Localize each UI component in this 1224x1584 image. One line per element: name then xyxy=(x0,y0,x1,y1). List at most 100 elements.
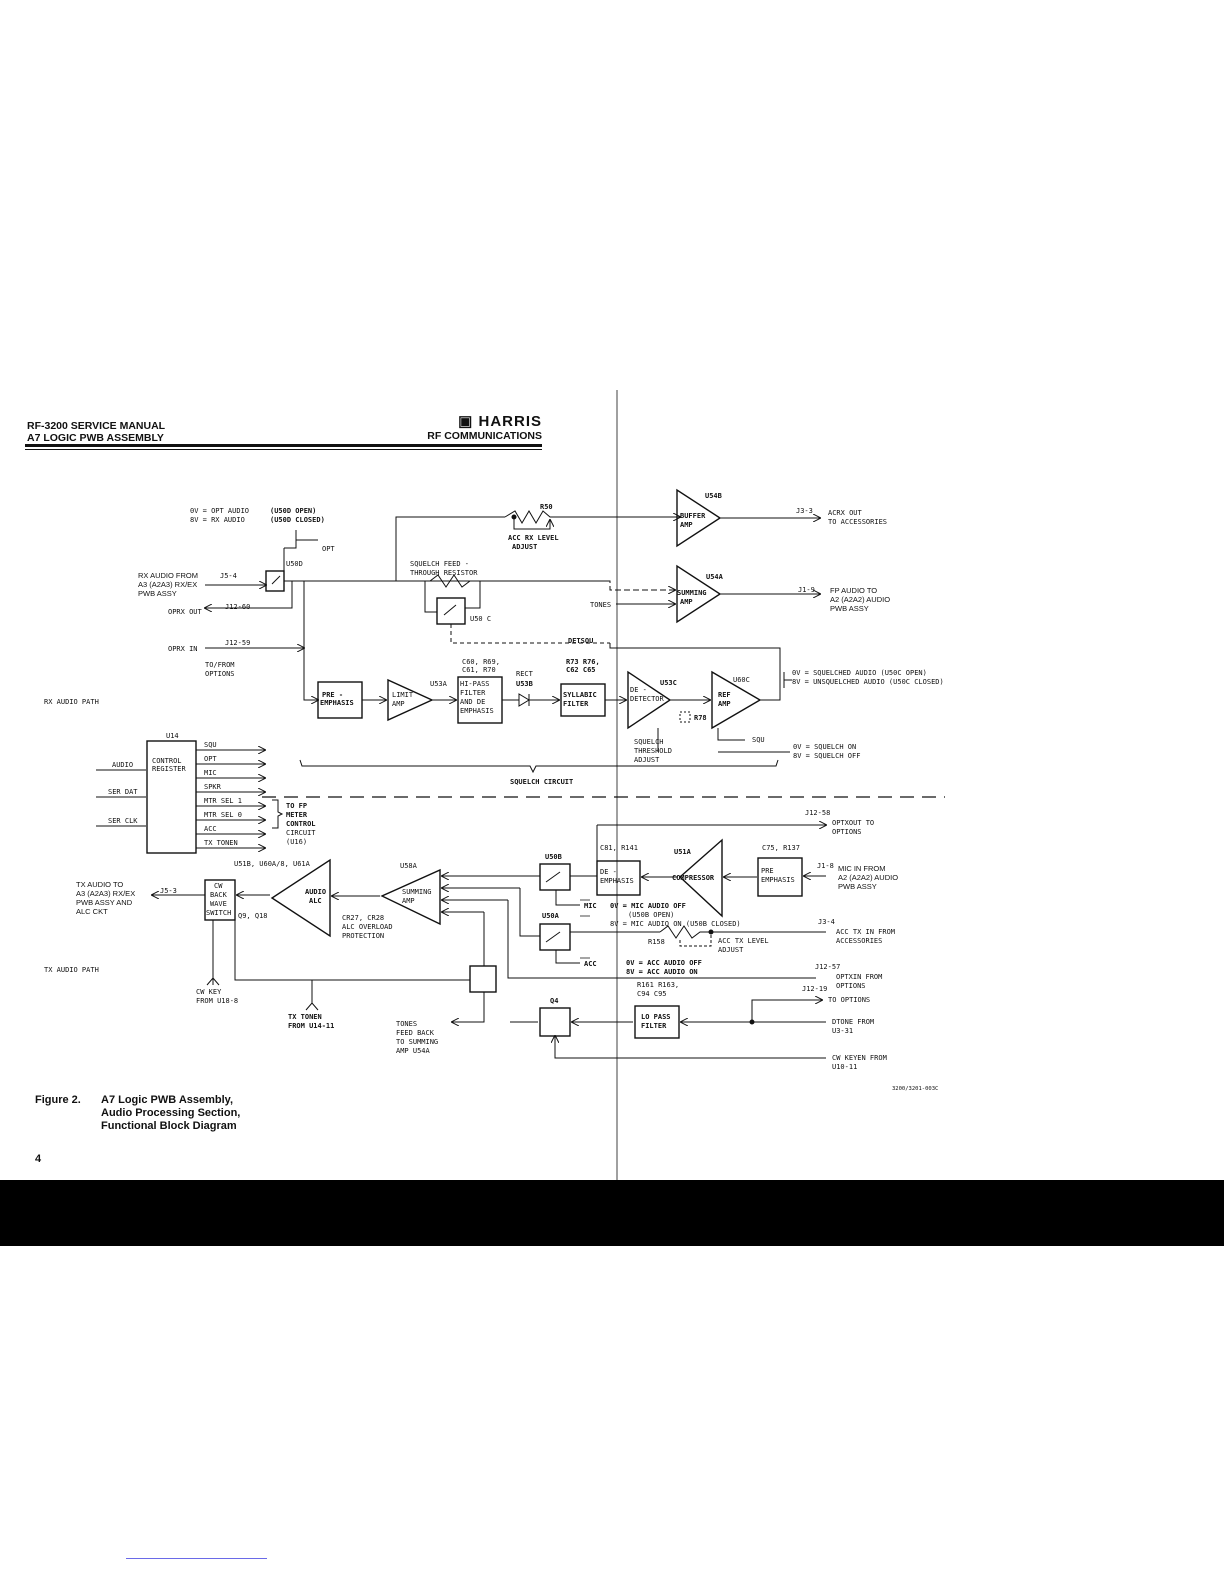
txtonen-2: FROM U14-11 xyxy=(288,1022,334,1030)
dtone-node xyxy=(749,1019,755,1025)
mic-in-1: MIC IN FROM xyxy=(838,864,886,873)
brand-header: ▣ HARRIS RF COMMUNICATIONS xyxy=(392,412,542,442)
mic-in-2: A2 (A2A2) AUDIO xyxy=(838,873,898,882)
tx-pre-2: EMPHASIS xyxy=(761,876,795,884)
cr27-3: PROTECTION xyxy=(342,932,384,940)
threshold-2: THRESHOLD xyxy=(634,747,672,755)
meter-5: (U16) xyxy=(286,838,307,846)
cr27-2: ALC OVERLOAD xyxy=(342,923,393,931)
sq-off-text: 8V = SQUELCH OFF xyxy=(793,752,860,760)
meter-2: METER xyxy=(286,811,308,819)
brand-subtitle: RF COMMUNICATIONS xyxy=(427,430,542,442)
sq-on-text: 0V = SQUELCH ON xyxy=(793,743,856,751)
tx-pre-1: PRE xyxy=(761,867,774,875)
de-2: EMPHASIS xyxy=(600,877,634,885)
limit-amp xyxy=(387,678,434,722)
brand-name: HARRIS xyxy=(478,413,542,430)
sum-2: AMP xyxy=(402,897,415,905)
u54a-text: U54A xyxy=(706,573,724,581)
lopass-1: LO PASS xyxy=(641,1013,671,1021)
ctrl-out-mic: MIC xyxy=(204,769,217,777)
u54a-summing-amp xyxy=(676,564,722,624)
optxin-line xyxy=(507,900,816,979)
fp-3: PWB ASSY xyxy=(830,604,869,613)
j3-3-text: J3-3 xyxy=(796,507,813,515)
hipass-1: HI-PASS xyxy=(460,680,490,688)
alc-1: AUDIO xyxy=(305,888,326,896)
r50-feed-line xyxy=(395,516,505,581)
tx-audio-4: ALC CKT xyxy=(76,907,108,916)
q4-text: Q4 xyxy=(550,997,558,1005)
optxin-1: OPTXIN FROM xyxy=(836,973,882,981)
opt-text: OPT xyxy=(322,545,335,553)
u50b-text: U50B xyxy=(545,853,562,861)
u58a-text: U58A xyxy=(400,862,418,870)
rx-audio-from-1: RX AUDIO FROM xyxy=(138,571,198,580)
tx-pre-emphasis-block xyxy=(757,857,803,897)
r78-text: R78 xyxy=(694,714,707,722)
sel-bracket-line xyxy=(284,530,297,549)
rx-pre-2: EMPHASIS xyxy=(320,699,354,707)
acc-control-line xyxy=(555,950,580,964)
tx-path-label: TX AUDIO PATH xyxy=(44,966,99,974)
q9-text: Q9, Q18 xyxy=(238,912,268,920)
alc-2: ALC xyxy=(309,897,322,905)
cw-3: WAVE xyxy=(210,900,227,908)
acc-on-text: 8V = ACC AUDIO ON xyxy=(626,968,698,976)
to-from-1: TO/FROM xyxy=(205,661,235,669)
scan-black-band xyxy=(0,1180,1224,1246)
tx-audio-3: PWB ASSY AND xyxy=(76,898,133,907)
u54b-text: U54B xyxy=(705,492,722,500)
tones-mixer-switch xyxy=(469,965,497,993)
j5-3-text: J5-3 xyxy=(160,887,177,895)
ctrl-out-mtrsel0: MTR SEL 0 xyxy=(204,811,242,819)
to-from-2: OPTIONS xyxy=(205,670,235,678)
meter-brace xyxy=(272,799,284,829)
j1-9-text: J1-9 xyxy=(798,586,815,594)
u53a-text: U53A xyxy=(430,680,448,688)
ref-out-loop xyxy=(609,643,781,701)
ref-2: AMP xyxy=(718,700,731,708)
sq-feed-1: SQUELCH FEED - xyxy=(410,560,469,568)
ctrl-out-txtonen: TX TONEN xyxy=(204,839,238,847)
optxin-2: OPTIONS xyxy=(836,982,866,990)
syll-1: SYLLABIC xyxy=(563,691,597,699)
to-summing-line xyxy=(480,580,675,590)
tx-labels: TX AUDIO PATH TX AUDIO TO A3 (A2A3) RX/E… xyxy=(44,809,938,1092)
tones-fb-4: AMP U54A xyxy=(396,1047,431,1055)
u50c-switch xyxy=(436,597,466,625)
hipass-4: EMPHASIS xyxy=(460,707,494,715)
mic-control-line xyxy=(555,890,580,906)
hipass-2: FILTER xyxy=(460,689,486,697)
u53b-text: U53B xyxy=(516,680,533,688)
buffer-2: AMP xyxy=(680,521,693,529)
acrx-1: ACRX OUT xyxy=(828,509,863,517)
r50-text: R50 xyxy=(540,503,553,511)
acc-tx-2: ADJUST xyxy=(718,946,744,954)
rx-labels: RX AUDIO PATH 0V = OPT AUDIO 8V = RX AUD… xyxy=(44,492,944,786)
detector-1: DE - xyxy=(630,686,647,694)
dtone-2: U3-31 xyxy=(832,1027,853,1035)
tones-feedback-line xyxy=(452,992,485,1022)
j12-60-text: J12-60 xyxy=(225,603,250,611)
u50c-out-line xyxy=(465,581,481,609)
u500-open-text: (U50D OPEN) xyxy=(270,507,316,515)
summing-1: SUMMING xyxy=(677,589,707,597)
sq-8v-text: 8V = UNSQUELCHED AUDIO (U50C CLOSED) xyxy=(792,678,944,686)
tx-audio-2: A3 (A2A3) RX/EX xyxy=(76,889,135,898)
tones-fb-1: TONES xyxy=(396,1020,417,1028)
j5-4-text: J5-4 xyxy=(220,572,237,580)
u14-text: U14 xyxy=(166,732,179,740)
reg-2: REGISTER xyxy=(152,765,187,773)
hipass-3: AND DE xyxy=(460,698,485,706)
caption-line-1: A7 Logic PWB Assembly, xyxy=(101,1094,234,1106)
rx-to-preemph-line xyxy=(303,581,318,700)
c60-2: C61, R70 xyxy=(462,666,496,674)
to-options-line xyxy=(751,1000,822,1022)
u50c-text: U50 C xyxy=(470,615,491,623)
r73-1: R73 R76, xyxy=(566,658,600,666)
tones-fb-2: FEED BACK xyxy=(396,1029,435,1037)
u58a-summing-amp xyxy=(380,868,441,926)
optxout-1: OPTXOUT TO xyxy=(832,819,874,827)
meter-1: TO FP xyxy=(286,802,307,810)
